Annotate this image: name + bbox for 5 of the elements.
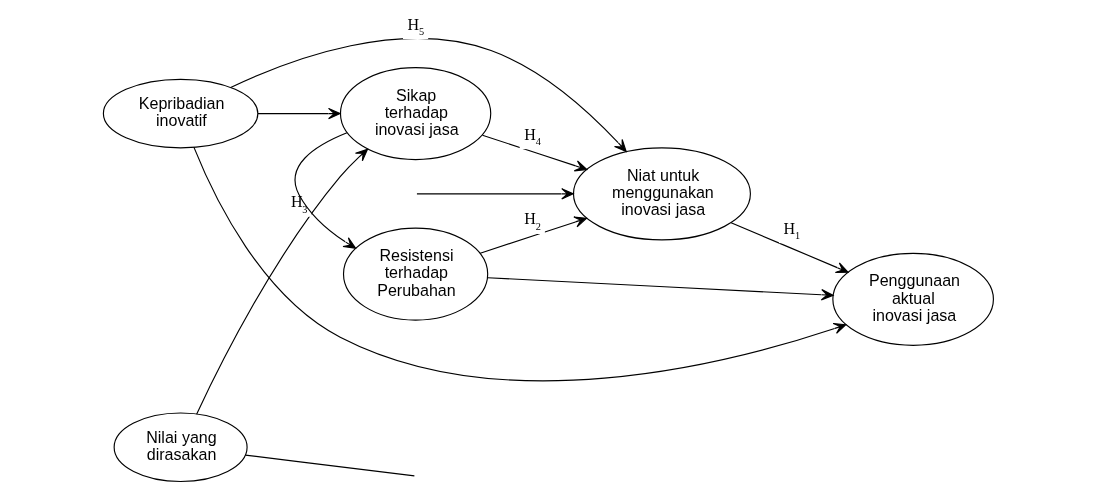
- edge-label: H$_{1}$: [783, 219, 800, 242]
- edge-label: H$_{3}$: [290, 193, 308, 215]
- edge-label: H$_{4}$: [523, 125, 541, 148]
- edge-label: H$_{5}$: [407, 15, 424, 38]
- edge-label: H$_{2}$: [523, 210, 541, 232]
